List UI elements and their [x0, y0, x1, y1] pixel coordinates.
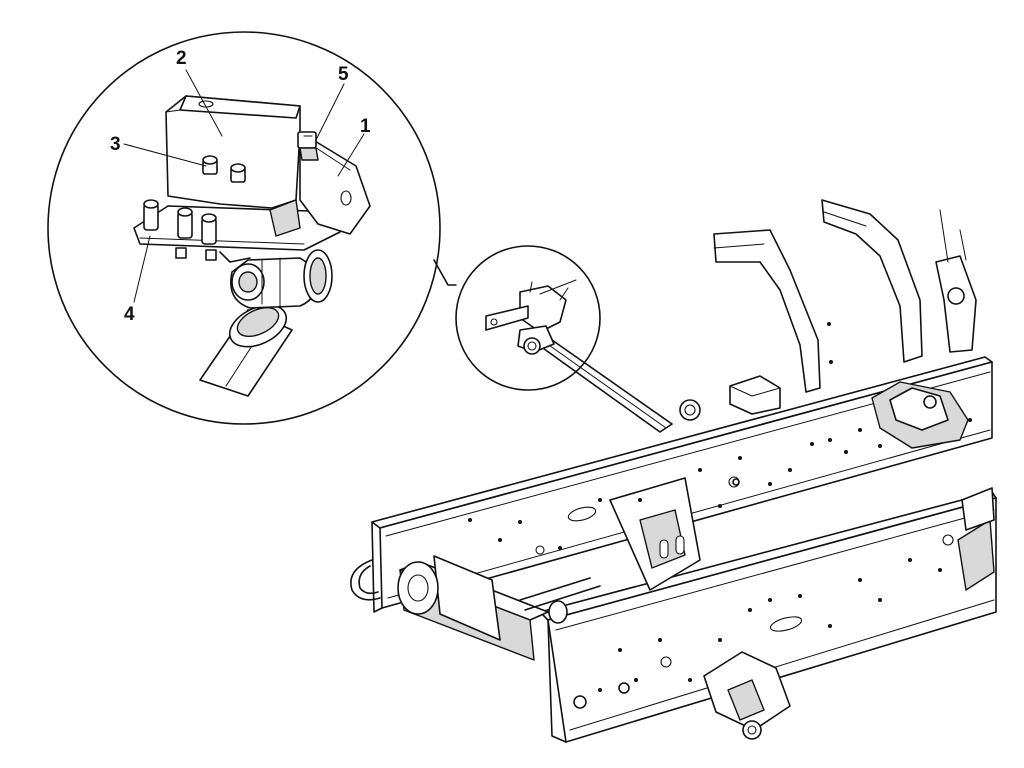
cab-support-post-right: [821, 199, 923, 363]
cab-support-post-left: [713, 229, 833, 393]
cab-hinge-bracket: [935, 209, 977, 353]
callout-1: 1: [360, 116, 371, 137]
callout-5: 5: [338, 64, 349, 85]
callout-3: 3: [110, 134, 121, 155]
rear-tow-loop: [350, 559, 381, 601]
enlarged-detail-view: 2 5 1 3 4: [47, 31, 441, 425]
threaded-bushings: [202, 155, 246, 183]
detail-locator-circle: [455, 245, 601, 391]
chassis-frame: [350, 199, 997, 743]
mounting-base-plate: [133, 205, 341, 263]
upper-bracket: [165, 95, 301, 237]
rear-cross-member: [397, 555, 549, 661]
bracket-bolt: [297, 131, 319, 161]
base-plate-studs: [143, 199, 217, 245]
callout-leader-lines: [123, 69, 365, 303]
cab-mount-right: [871, 381, 969, 449]
rear-spring-hanger: [703, 651, 791, 740]
callout-4: 4: [124, 304, 135, 325]
middle-cross-member: [519, 477, 701, 624]
stabilizer-link-rod: [539, 339, 673, 433]
cab-mount-left: [729, 375, 781, 415]
detail-link-rod: [199, 304, 293, 397]
detail-leader-line: [433, 259, 457, 286]
small-bracket-assembly: [485, 279, 577, 355]
callout-2: 2: [176, 48, 187, 69]
rubber-bushing-joint: [230, 249, 333, 309]
